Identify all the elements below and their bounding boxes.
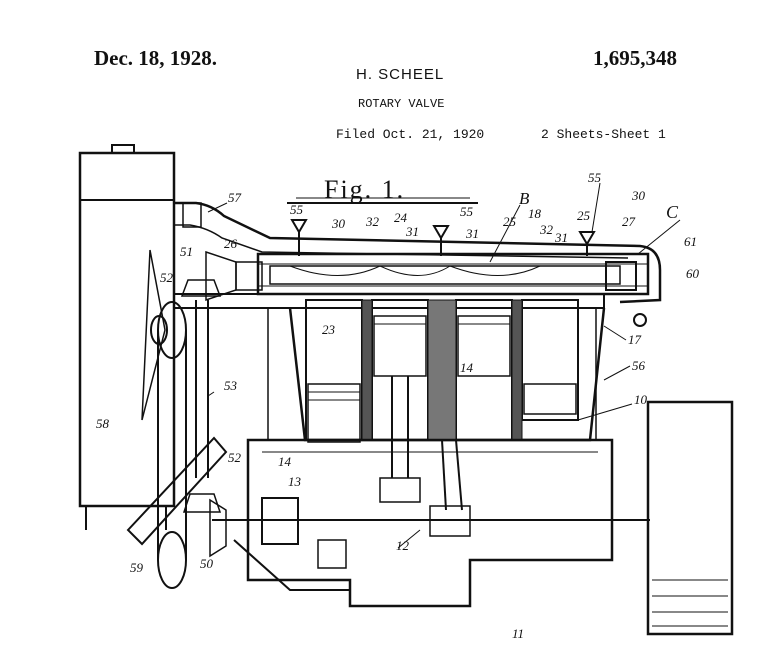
ref-18: 18	[528, 206, 542, 221]
ref-50: 50	[200, 556, 214, 571]
patent-date: Dec. 18, 1928.	[94, 46, 218, 70]
ref-31: 31	[465, 226, 479, 241]
ref-52: 52	[160, 270, 174, 285]
ref-59: 59	[130, 560, 144, 575]
ref-55: 55	[588, 170, 602, 185]
ref-26: 26	[224, 236, 238, 251]
ref-10: 10	[634, 392, 648, 407]
ref-24: 24	[394, 210, 408, 225]
ref-61: 61	[684, 234, 697, 249]
ref-52: 52	[228, 450, 242, 465]
patent-number: 1,695,348	[593, 46, 677, 70]
filed-date: Filed Oct. 21, 1920	[336, 127, 485, 142]
ref-31: 31	[554, 230, 568, 245]
ref-11: 11	[512, 626, 524, 641]
ref-25: 25	[503, 214, 517, 229]
ref-12: 12	[396, 538, 410, 553]
ref-32: 32	[365, 214, 380, 229]
ref-31: 31	[405, 224, 419, 239]
reference-numerals: 57 55 30 32 24 31 55 31 25 18 B 32 31 25…	[96, 170, 700, 641]
ref-58: 58	[96, 416, 110, 431]
ref-27: 27	[622, 214, 636, 229]
ref-b: B	[519, 189, 530, 208]
ref-60: 60	[686, 266, 700, 281]
ref-25: 25	[577, 208, 591, 223]
ref-13: 13	[288, 474, 302, 489]
ref-23: 23	[322, 322, 336, 337]
ref-51: 51	[180, 244, 193, 259]
inventor-name: H. SCHEEL	[356, 66, 445, 83]
ref-17: 17	[628, 332, 642, 347]
ref-32: 32	[539, 222, 554, 237]
ref-53: 53	[224, 378, 238, 393]
ref-55: 55	[460, 204, 474, 219]
patent-title: ROTARY VALVE	[358, 97, 445, 111]
ref-55: 55	[290, 202, 304, 217]
ref-56: 56	[632, 358, 646, 373]
ref-57: 57	[228, 190, 242, 205]
ref-14: 14	[278, 454, 292, 469]
ref-14: 14	[460, 360, 474, 375]
sheet-count: 2 Sheets-Sheet 1	[541, 127, 666, 142]
ref-30: 30	[631, 188, 646, 203]
figure-label: Fig. 1.	[324, 175, 405, 204]
ref-30: 30	[331, 216, 346, 231]
ref-c: C	[666, 202, 679, 222]
